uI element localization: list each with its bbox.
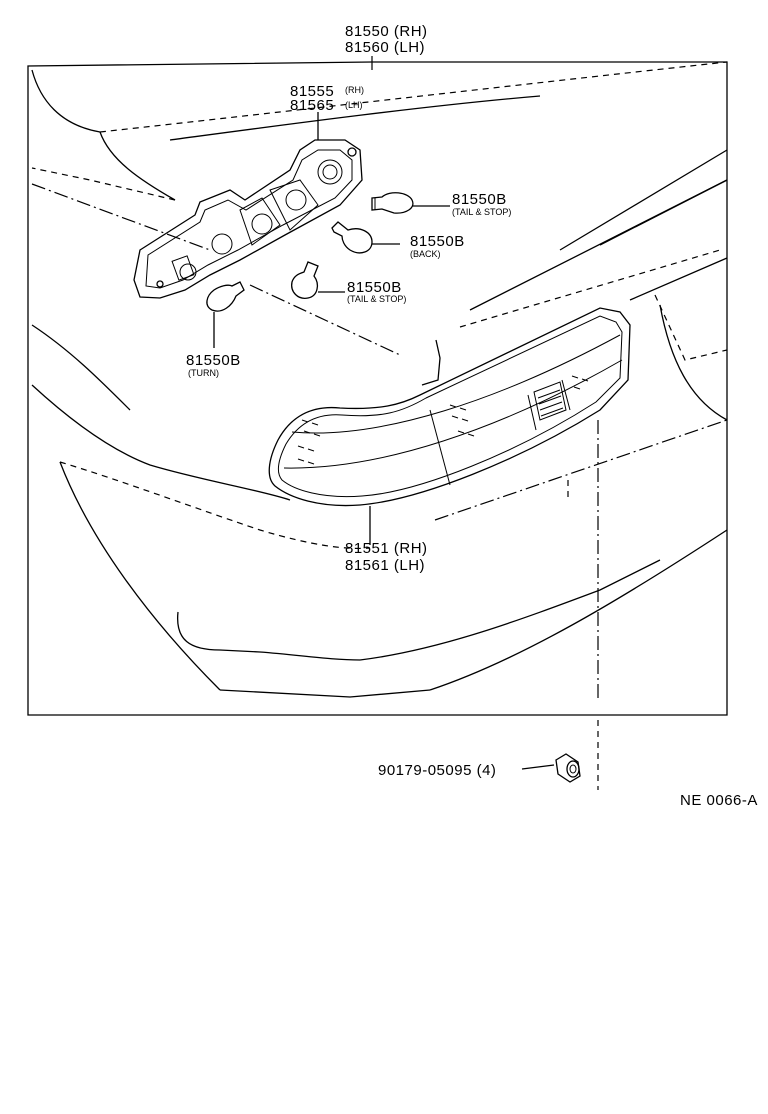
label-bulb-turn-desc: (TURN) xyxy=(188,368,219,378)
socket-plate xyxy=(133,139,363,299)
label-bulb-back-desc: (BACK) xyxy=(410,249,441,259)
lens-assembly xyxy=(268,307,631,507)
bulb-tail-stop-lower xyxy=(291,261,319,299)
diagram-code: NE 0066-A xyxy=(680,792,758,809)
label-socket-rh-tag: (RH) xyxy=(345,85,364,95)
label-socket-lh: 81565 xyxy=(290,97,334,114)
label-bulb-tail-stop-upper: 81550B xyxy=(452,191,507,208)
label-bulb-turn: 81550B xyxy=(186,352,241,369)
bulb-tail-stop-upper xyxy=(371,192,414,214)
label-bulb-tail-stop-upper-desc: (TAIL & STOP) xyxy=(452,207,511,217)
label-assembly-rh: 81550 (RH) xyxy=(345,23,428,40)
leader-lines xyxy=(213,112,599,790)
bulb-turn xyxy=(206,281,245,312)
label-bulb-back: 81550B xyxy=(410,233,465,250)
label-bulb-tail-stop-lower: 81550B xyxy=(347,279,402,296)
label-socket-lh-tag: (LH) xyxy=(345,100,363,110)
diagram-frame xyxy=(27,56,728,716)
vehicle-body-outline xyxy=(31,61,728,698)
label-lens-lh: 81561 (LH) xyxy=(345,557,425,574)
label-assembly-lh: 81560 (LH) xyxy=(345,39,425,56)
label-socket-rh: 81555 xyxy=(290,83,334,100)
label-nut: 90179-05095 (4) xyxy=(378,762,496,779)
bulb-back xyxy=(331,221,373,254)
label-lens-rh: 81551 (RH) xyxy=(345,540,428,557)
nut-fastener xyxy=(555,753,581,783)
label-bulb-tail-stop-lower-desc: (TAIL & STOP) xyxy=(347,294,406,304)
